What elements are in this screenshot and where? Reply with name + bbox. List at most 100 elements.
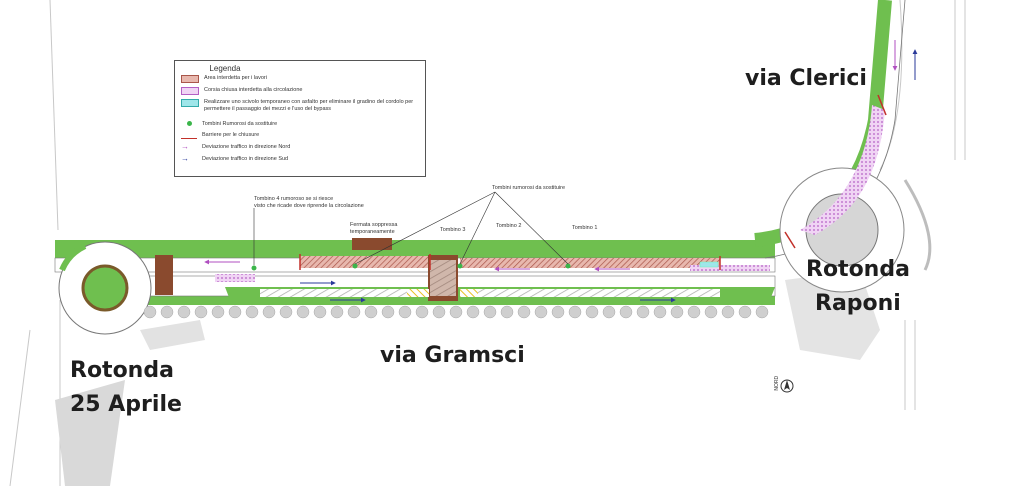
tree-icon [432,305,446,319]
legend-title: Legenda [209,64,241,73]
via-clerici-barrier [877,94,887,116]
tree-icon [398,305,412,319]
tree-icon [602,305,616,319]
tree-icon [347,305,361,319]
legend-item-scivolo: Realizzare uno scivolo temporaneo con as… [181,99,416,112]
tombini-markers [251,263,571,271]
leader-lines [253,191,569,265]
tree-icon [517,305,531,319]
tree-icon [245,305,259,319]
tree-icon [194,305,208,319]
tombino-2-marker [457,263,463,269]
annotation-tombino4-line2: visto che ricade dove riprende la circol… [254,203,364,209]
tree-icon [619,305,633,319]
arrow-right-icon: → [181,154,189,163]
work-area-2 [460,258,720,268]
north-label: NORD [774,375,781,391]
tombino-4-marker [251,265,257,271]
annotation-tombini-sostituire: Tombini rumorosi da sostituire [492,185,566,191]
legend: Legenda Area interdetta per i lavori Cor… [174,60,426,177]
tree-icon [296,305,310,319]
annotation-fermata-line2: temporaneamente [350,229,395,235]
work-area-swatch-icon [181,75,199,83]
scivolo-ramp [699,261,719,268]
median-yellow-1 [407,289,429,297]
tree-icon [636,305,650,319]
closed-lane-swatch-icon [181,87,199,95]
tree-icon [330,305,344,319]
tree-icon [415,305,429,319]
annotation-fermata-line1: Fermata soppressa [350,222,398,228]
legend-item-area-lavori: Area interdetta per i lavori [181,75,416,83]
manhole-dot-icon [181,121,197,127]
tree-icon [262,305,276,319]
tree-icon [551,305,565,319]
sidewalk-area-right [785,270,880,360]
tree-icon [143,305,157,319]
label-rotonda-raponi-2: Raponi [815,291,901,316]
label-rotonda-25-1: Rotonda [70,358,174,383]
raponi-verges [903,179,932,271]
closed-lane-west [215,274,255,282]
tree-icon [670,305,684,319]
work-area-1 [300,256,430,268]
annotation-tombino4-line1: Tombino 4 rumoroso se si riesce [254,196,334,202]
tree-icon [483,305,497,319]
roundabout-25-aprile-verge [59,243,87,272]
tree-icon [653,305,667,319]
tree-icon [687,305,701,319]
label-tombino-2: Tombino 2 [496,223,522,229]
tree-icon [585,305,599,319]
tree-icon [211,305,225,319]
median-yellow-2 [460,289,478,297]
north-arrow-icon [780,379,794,393]
crossing-stripes-1 [430,260,456,296]
legend-item-nord: → Deviazione traffico in direzione Nord [181,142,291,151]
ramp-swatch-icon [181,99,199,107]
label-rotonda-raponi-1: Rotonda [806,257,910,282]
median-hatch-east [475,289,720,297]
sidewalk-area-left [55,380,125,486]
label-tombino-1: Tombino 1 [572,225,598,231]
legend-item-sud: → Deviazione traffico in direzione Sud [181,154,289,163]
background-streets [9,0,966,486]
tree-row [143,305,769,319]
tree-icon [160,305,174,319]
label-rotonda-25-2: 25 Aprile [70,392,182,417]
barriers [299,231,796,270]
verge-top [55,240,775,260]
tree-icon [738,305,752,319]
tree-icon [313,305,327,319]
tree-icon [755,305,769,319]
tombino-1-marker [565,263,571,269]
sidewalk-area-bottomleft [140,320,205,350]
crossing-block-2 [155,255,173,295]
legend-item-corsia-chiusa: Corsia chiusa interdetta alla circolazio… [181,87,416,95]
tree-icon [466,305,480,319]
traffic-arrows [204,40,918,303]
tree-icon [177,305,191,319]
tree-icon [534,305,548,319]
tree-icon [381,305,395,319]
legend-item-tombini: Tombini Rumorosi da sostituire [181,121,416,128]
tree-icon [568,305,582,319]
tombino-3-marker [352,263,358,269]
label-via-gramsci: via Gramsci [380,343,525,368]
arrow-right-icon: → [181,142,189,151]
tree-icon [279,305,293,319]
roundabout-25-aprile-island [81,264,129,312]
bus-stop-block [352,238,392,250]
label-via-clerici: via Clerici [745,66,867,91]
tree-icon [500,305,514,319]
tree-icon [449,305,463,319]
closed-lane-east [690,265,770,271]
legend-item-barriere: Barriere per le chiusure [181,132,416,139]
label-tombino-3: Tombino 3 [440,227,466,233]
median-hatch-west [260,289,420,297]
tree-icon [704,305,718,319]
tree-icon [721,305,735,319]
barrier-line-icon [181,132,197,139]
via-clerici-closed-lane [800,105,885,235]
